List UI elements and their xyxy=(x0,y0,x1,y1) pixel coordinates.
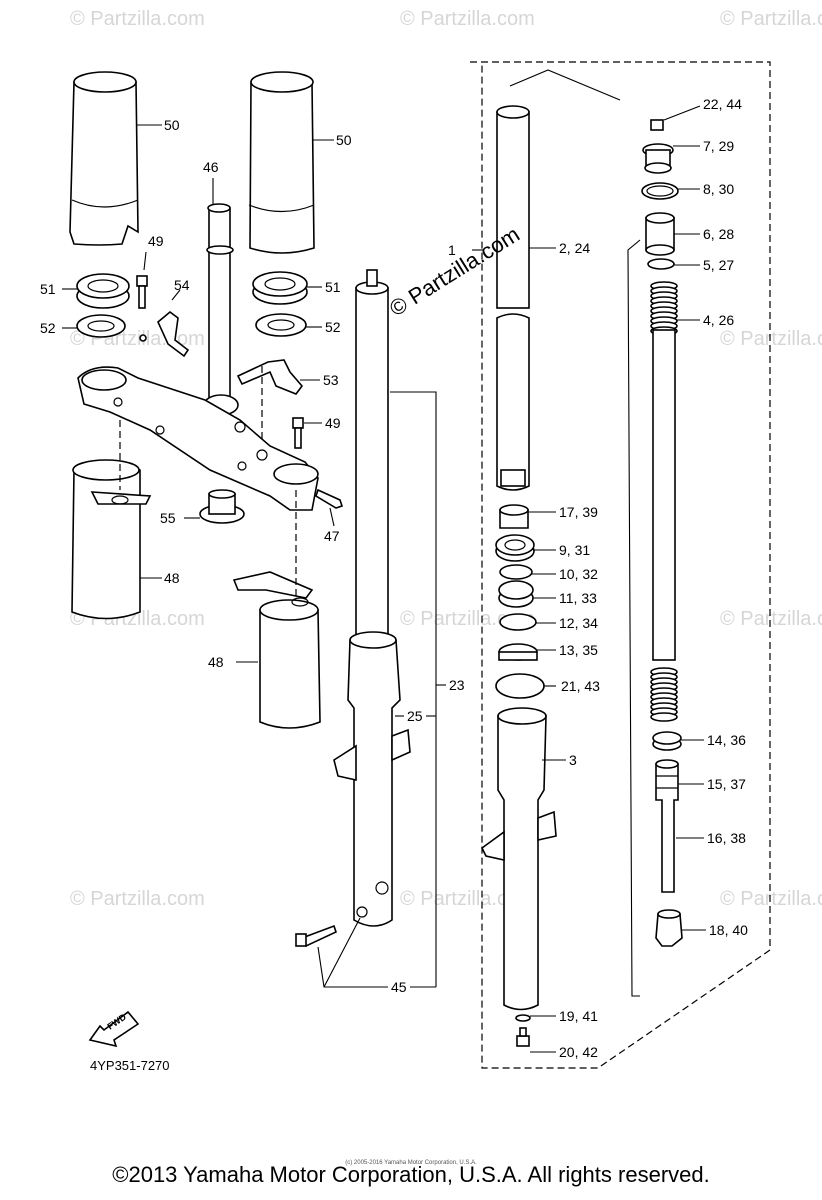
callout: 22, 44 xyxy=(703,96,742,112)
callout: 11, 33 xyxy=(559,590,597,606)
cap-bolt xyxy=(642,143,700,174)
rebound-ring xyxy=(652,731,704,751)
seal-stack xyxy=(495,504,556,699)
bolt-upper xyxy=(136,251,148,309)
callout: 46 xyxy=(203,159,219,175)
fork-cover-upper-right xyxy=(248,71,334,254)
callout: 52 xyxy=(40,320,56,336)
callout: 50 xyxy=(336,132,352,148)
callout: 16, 38 xyxy=(707,830,746,846)
steering-nut xyxy=(184,489,245,524)
pinch-bolt xyxy=(315,488,344,527)
bearing-left xyxy=(62,273,130,309)
top-plug xyxy=(650,105,701,131)
callout: 20, 42 xyxy=(559,1044,598,1060)
watermark: © Partzilla.com xyxy=(720,8,822,30)
callout: 45 xyxy=(391,979,407,995)
callout: 17, 39 xyxy=(559,504,598,520)
callout: 19, 41 xyxy=(559,1008,598,1024)
callout: 14, 36 xyxy=(707,732,746,748)
outer-tube xyxy=(480,707,566,1011)
cable-clip xyxy=(139,289,190,358)
washer-left xyxy=(62,314,126,338)
fork-cover-upper-left xyxy=(69,71,162,246)
callout: 49 xyxy=(325,415,341,431)
drain-bolt xyxy=(516,1027,556,1053)
watermark: © Partzilla.com xyxy=(720,608,822,630)
callout: 18, 40 xyxy=(709,922,748,938)
callout-labels: 50 50 46 49 54 51 52 51 52 53 49 55 47 4… xyxy=(40,96,748,1060)
callout: 4, 26 xyxy=(703,312,734,328)
bolt-lower xyxy=(292,417,322,449)
damper-rod xyxy=(655,759,704,893)
callout: 53 xyxy=(323,372,339,388)
spacer-collar xyxy=(645,212,700,256)
callout: 50 xyxy=(164,117,180,133)
callout: 54 xyxy=(174,277,190,293)
steering-shaft xyxy=(203,178,239,416)
callout: 48 xyxy=(208,654,224,670)
watermark: © Partzilla.com xyxy=(400,8,535,30)
callout: 25 xyxy=(407,708,423,724)
lower-bracket xyxy=(77,366,319,511)
callout: 9, 31 xyxy=(559,542,590,558)
callout: 23 xyxy=(449,677,465,693)
callout: 10, 32 xyxy=(559,566,598,582)
callout: 13, 35 xyxy=(559,642,598,658)
callout: 8, 30 xyxy=(703,181,734,197)
watermark: © Partzilla.com xyxy=(720,328,822,350)
oil-lock-piece xyxy=(655,909,706,947)
inner-tube xyxy=(472,105,556,491)
bearing-right xyxy=(252,271,322,305)
alignment-lines xyxy=(119,366,297,598)
fork-cover-lower-right xyxy=(232,571,321,729)
callout: 49 xyxy=(148,233,164,249)
exploded-boundary xyxy=(470,61,771,1069)
callout: 3 xyxy=(569,752,577,768)
assembly-brackets xyxy=(317,391,446,988)
callout: 51 xyxy=(40,281,56,297)
callout: 15, 37 xyxy=(707,776,746,792)
callout: 48 xyxy=(164,570,180,586)
callout: 5, 27 xyxy=(703,257,734,273)
washer-right xyxy=(255,313,322,337)
copyright-notice: ©2013 Yamaha Motor Corporation, U.S.A. A… xyxy=(112,1162,710,1187)
callout: 12, 34 xyxy=(559,615,598,631)
callout: 1 xyxy=(448,242,456,258)
callout: 2, 24 xyxy=(559,240,590,256)
callout: 55 xyxy=(160,510,176,526)
drain-washer xyxy=(515,1014,556,1022)
assembled-fork xyxy=(333,269,411,927)
damper-bolt xyxy=(295,924,337,948)
callout: 51 xyxy=(325,279,341,295)
callout: 7, 29 xyxy=(703,138,734,154)
micro-copyright: (c) 2005-2016 Yamaha Motor Corporation, … xyxy=(345,1160,477,1166)
fork-cover-lower-left xyxy=(71,459,162,620)
callout: 52 xyxy=(325,319,341,335)
watermark: © Partzilla.com xyxy=(400,888,535,910)
watermark: © Partzilla.com xyxy=(70,8,205,30)
fork-spring xyxy=(650,281,700,722)
o-ring xyxy=(641,182,700,200)
spring-coil xyxy=(650,712,678,722)
forward-arrow-icon: FWD xyxy=(88,1010,140,1048)
spring-seat xyxy=(647,258,700,270)
callout: 6, 28 xyxy=(703,226,734,242)
watermark: © Partzilla.com xyxy=(70,888,205,910)
watermark: © Partzilla.com xyxy=(720,888,822,910)
rod-bracket xyxy=(627,239,641,997)
callout: 21, 43 xyxy=(561,678,600,694)
diagram-code: 4YP351-7270 xyxy=(90,1058,170,1073)
guide-bracket xyxy=(236,359,320,395)
tube-bracket xyxy=(509,69,621,101)
callout: 47 xyxy=(324,528,340,544)
